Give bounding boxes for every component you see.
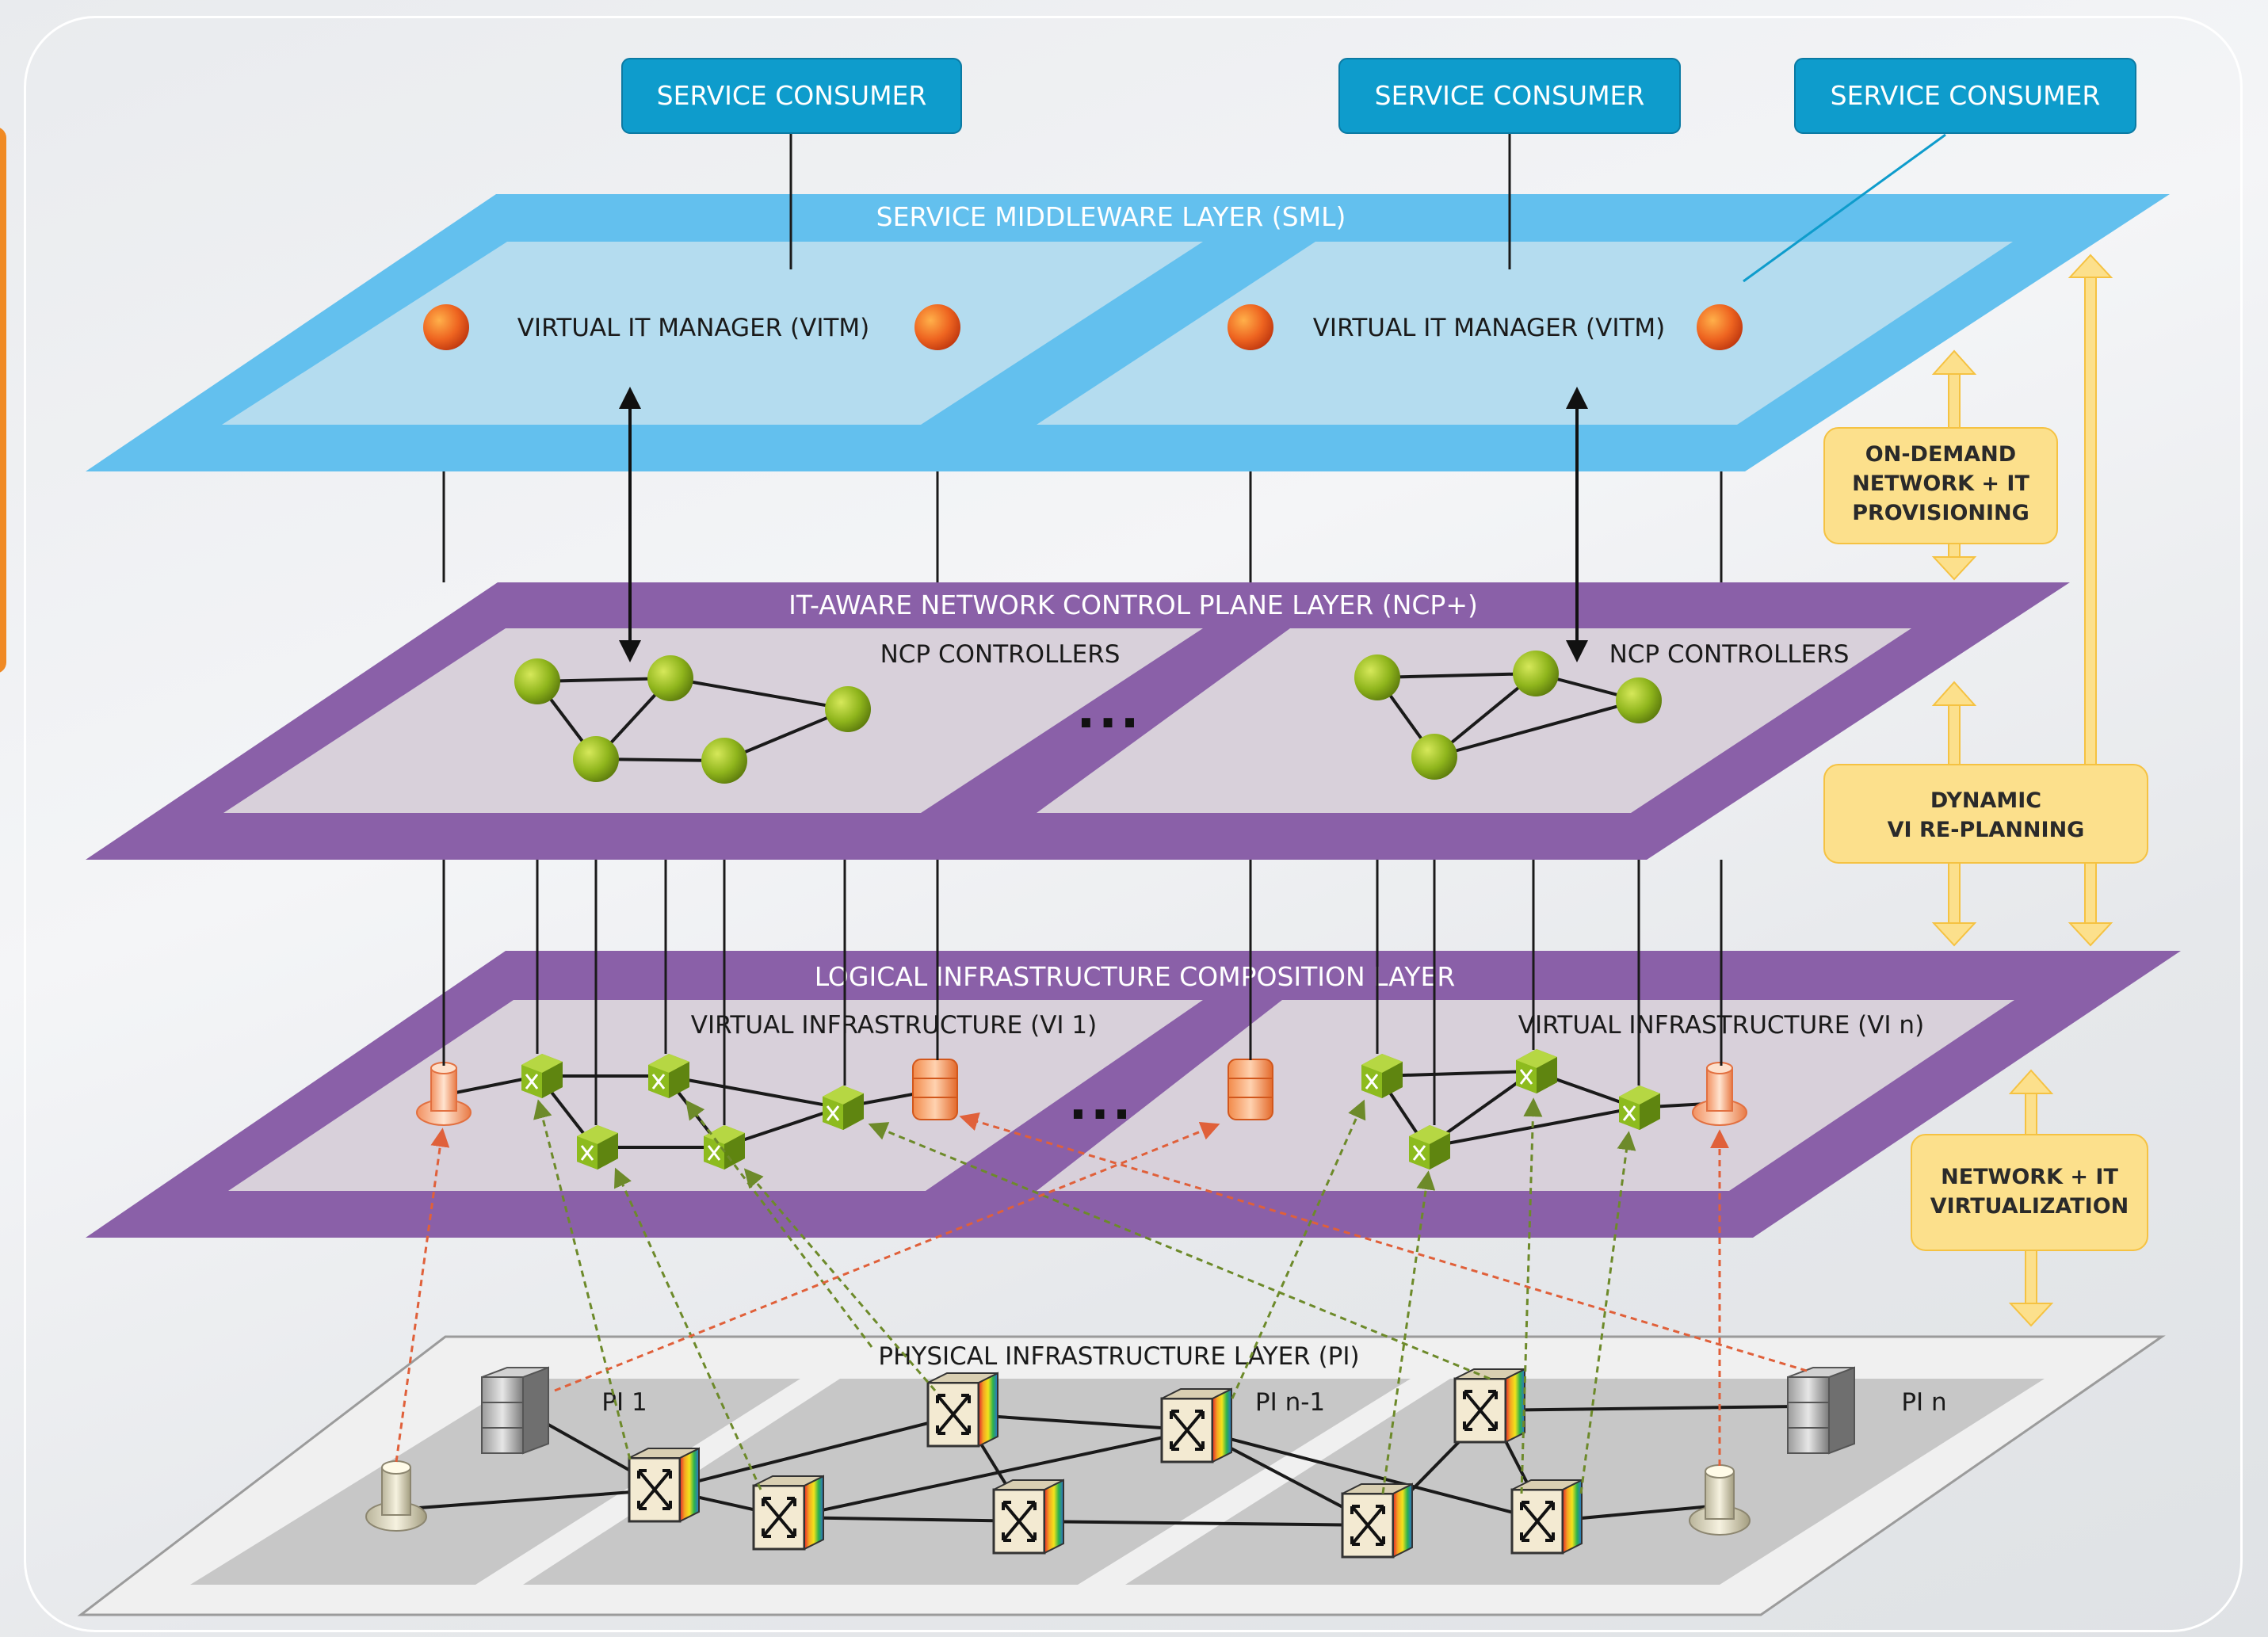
green-sphere-icon <box>1411 734 1457 780</box>
pi-optical-switch-icon-4 <box>992 1479 1065 1555</box>
vi1-label: VIRTUAL INFRASTRUCTURE (VI 1) <box>691 1011 1097 1040</box>
lic-layer: LOGICAL INFRASTRUCTURE COMPOSITION LAYER… <box>86 951 2181 1238</box>
green-sphere-icon <box>701 738 747 784</box>
pi-domain-label-1: PI 1 <box>601 1388 647 1417</box>
vi-storage-icon-2 <box>1228 1059 1273 1120</box>
pi-domain-label-3: PI n <box>1901 1388 1946 1417</box>
consumer-links <box>789 133 1511 269</box>
green-sphere-icon <box>647 655 693 701</box>
pi-layer: PHYSICAL INFRASTRUCTURE LAYER (PI) PI 1 … <box>77 1335 2166 1616</box>
on-demand-line-2: NETWORK + IT <box>1852 471 2029 496</box>
ncp-controllers-label-1: NCP CONTROLLERS <box>880 640 1121 669</box>
ncp-layer-title: IT-AWARE NETWORK CONTROL PLANE LAYER (NC… <box>788 590 1478 620</box>
virtualization-line-2: VIRTUALIZATION <box>1930 1194 2129 1219</box>
ncp-layer: IT-AWARE NETWORK CONTROL PLANE LAYER (NC… <box>86 582 2070 860</box>
on-demand-callout: ON-DEMAND NETWORK + IT PROVISIONING <box>1823 427 2058 544</box>
vitm-label-1: VIRTUAL IT MANAGER (VITM) <box>517 314 870 342</box>
on-demand-line-1: ON-DEMAND <box>1865 442 2016 467</box>
green-sphere-icon <box>1616 677 1662 723</box>
service-consumer-3: SERVICE CONSUMER <box>1794 58 2136 134</box>
green-sphere-icon <box>825 686 871 732</box>
dynamic-line-2: VI RE-PLANNING <box>1888 818 2085 842</box>
pi-optical-switch-icon-2 <box>752 1475 825 1551</box>
pi-server-icon-2 <box>1787 1367 1855 1454</box>
service-consumer-label-2: SERVICE CONSUMER <box>1375 80 1645 111</box>
dynamic-line-1: DYNAMIC <box>1930 788 2041 813</box>
sml-inner-plate-2 <box>1037 242 2013 425</box>
sml-inner-plate-1 <box>222 242 1203 425</box>
vi1-inner-plate <box>228 1000 1203 1191</box>
vitm-label-2: VIRTUAL IT MANAGER (VITM) <box>1313 314 1666 342</box>
dynamic-callout: DYNAMIC VI RE-PLANNING <box>1823 764 2148 864</box>
on-demand-line-3: PROVISIONING <box>1852 501 2029 525</box>
pi-optical-switch-icon-7 <box>1453 1368 1526 1444</box>
service-consumer-label-3: SERVICE CONSUMER <box>1831 80 2101 111</box>
vin-inner-plate <box>1037 1000 2014 1191</box>
ncp1-inner-plate <box>223 628 1203 813</box>
pi-domain-label-2: PI n-1 <box>1255 1388 1325 1417</box>
vi-storage-icon-1 <box>912 1059 958 1120</box>
green-sphere-icon <box>573 736 619 782</box>
virtualization-line-1: NETWORK + IT <box>1941 1165 2118 1189</box>
ncp2-inner-plate <box>1037 628 1911 813</box>
service-consumer-2: SERVICE CONSUMER <box>1338 58 1681 134</box>
orange-sphere-icon <box>914 304 960 350</box>
accent-bar <box>0 127 6 673</box>
pi-layer-title: PHYSICAL INFRASTRUCTURE LAYER (PI) <box>878 1342 1359 1371</box>
lic-layer-title: LOGICAL INFRASTRUCTURE COMPOSITION LAYER <box>815 961 1456 992</box>
green-sphere-icon <box>514 658 560 704</box>
service-consumer-label-1: SERVICE CONSUMER <box>657 80 927 111</box>
green-sphere-icon <box>1513 651 1559 696</box>
sml-layer-title: SERVICE MIDDLEWARE LAYER (SML) <box>876 201 1346 232</box>
orange-sphere-icon <box>1228 304 1273 350</box>
service-consumer-1: SERVICE CONSUMER <box>621 58 962 134</box>
ncp-controllers-label-2: NCP CONTROLLERS <box>1609 640 1850 669</box>
virtualization-callout: NETWORK + IT VIRTUALIZATION <box>1911 1134 2148 1251</box>
callout-arrows <box>1931 254 2113 1327</box>
layer-connectors <box>442 471 1723 1125</box>
consumer-link-3 <box>1743 133 1946 283</box>
ncp-ellipsis: ... <box>1077 681 1143 739</box>
ncp-controller-nodes <box>514 651 1662 784</box>
resource-mapping-arrows <box>395 1112 1808 1466</box>
pi-server-icon-1 <box>481 1367 549 1454</box>
orange-sphere-icon <box>423 304 469 350</box>
card-frame <box>24 16 2243 1632</box>
lic-ellipsis: ... <box>1069 1073 1135 1131</box>
green-sphere-icon <box>1354 654 1400 700</box>
pi-domain-1 <box>190 1379 800 1585</box>
pi-optical-switch-icon-3 <box>926 1372 999 1448</box>
switch-mapping-arrows <box>533 1097 1636 1494</box>
pi-optical-switch-icon-1 <box>628 1447 701 1523</box>
sml-layer: SERVICE MIDDLEWARE LAYER (SML) VIRTUAL I… <box>86 194 2170 471</box>
pi-optical-switch-icon-5 <box>1160 1387 1233 1463</box>
pi-optical-switch-icon-6 <box>1341 1482 1414 1559</box>
orange-sphere-icon <box>1697 304 1743 350</box>
